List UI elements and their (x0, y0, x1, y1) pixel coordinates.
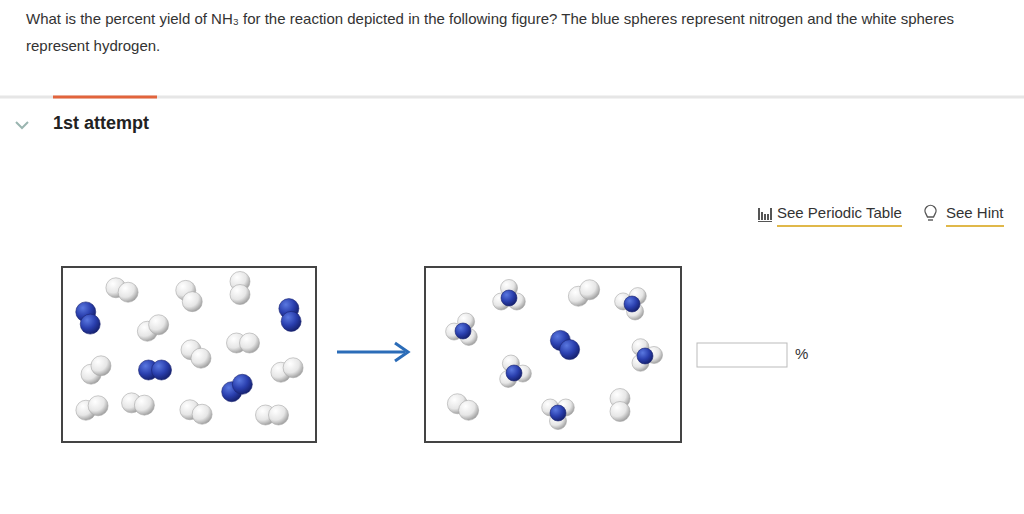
attempt-heading: 1st attempt (53, 113, 149, 134)
molecule (493, 280, 526, 311)
hydrogen-atom (182, 292, 202, 312)
reaction-arrow (337, 343, 408, 361)
molecule (500, 355, 532, 387)
hydrogen-atom (610, 402, 630, 422)
molecule (81, 356, 111, 384)
molecule (615, 288, 647, 320)
answer-input (697, 343, 787, 367)
hydrogen-atom (230, 285, 250, 305)
hydrogen-atom (149, 315, 169, 335)
hydrogen-atom (191, 348, 211, 368)
reactant-box (62, 267, 316, 442)
hydrogen-atom (192, 404, 212, 424)
molecule (610, 389, 630, 422)
molecule (176, 280, 203, 311)
product-box (425, 267, 681, 442)
nitrogen-atom (506, 365, 522, 381)
molecule (550, 330, 579, 359)
molecule (180, 400, 212, 424)
hint-bulb-icon (925, 205, 936, 220)
molecule (542, 399, 575, 430)
molecule (271, 358, 303, 382)
molecule (446, 313, 478, 345)
hydrogen-atom (580, 280, 600, 300)
molecule (122, 393, 155, 415)
molecule (230, 272, 250, 305)
molecule (632, 339, 663, 372)
molecule (106, 278, 138, 302)
hydrogen-atom (283, 358, 303, 378)
unit-label: % (795, 345, 808, 362)
molecule (181, 340, 211, 368)
molecule (222, 374, 253, 401)
nitrogen-atom (80, 314, 100, 334)
nitrogen-atom (455, 323, 471, 339)
nitrogen-atom (232, 374, 252, 394)
periodic-table-icon (758, 208, 772, 222)
molecule (279, 299, 301, 332)
question-text: What is the percent yield of NH₃ for the… (26, 5, 986, 59)
molecule (447, 394, 478, 421)
active-tab-bar (53, 96, 157, 99)
hydrogen-atom (240, 333, 260, 353)
molecule (76, 396, 108, 420)
hydrogen-atom (134, 395, 154, 415)
divider-rule (0, 96, 1024, 99)
nitrogen-atom (560, 340, 580, 360)
chevron-icon (16, 122, 28, 128)
hydrogen-atom (91, 356, 111, 376)
nitrogen-atom (281, 311, 301, 331)
molecule (256, 405, 289, 425)
nitrogen-atom (152, 360, 172, 380)
nitrogen-atom (624, 296, 640, 312)
hydrogen-atom (118, 282, 138, 302)
periodic-table-link: See Periodic Table (777, 204, 902, 227)
hint-link: See Hint (946, 204, 1004, 227)
nitrogen-atom (637, 348, 653, 364)
molecules (76, 272, 663, 430)
nitrogen-atom (501, 290, 517, 306)
hydrogen-atom (88, 396, 108, 416)
hydrogen-atom (459, 400, 479, 420)
molecule (137, 315, 168, 342)
nitrogen-atom (550, 405, 566, 421)
molecule (139, 360, 172, 380)
molecule (76, 302, 100, 334)
hydrogen-atom (269, 405, 289, 425)
molecule (568, 280, 599, 307)
molecule (227, 333, 260, 353)
